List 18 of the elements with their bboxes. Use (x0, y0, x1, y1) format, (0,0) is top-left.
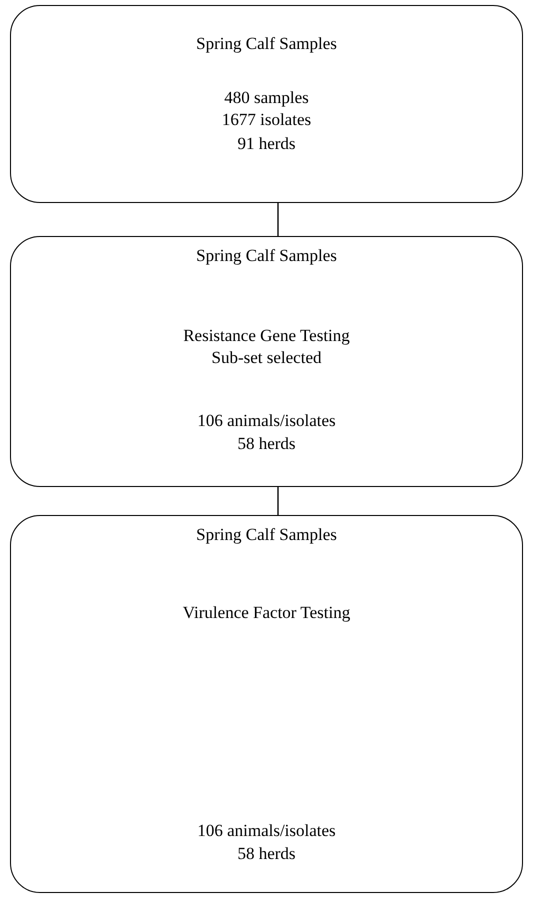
rounded-box (10, 236, 523, 487)
box-text: Sub-set selected (210, 348, 322, 368)
box-text: 58 herds (236, 844, 297, 864)
box-heading: Spring Calf Samples (195, 34, 338, 54)
box-heading: Spring Calf Samples (195, 246, 338, 266)
box-text: 480 samples (223, 88, 310, 108)
box-text: Resistance Gene Testing (182, 326, 351, 346)
connector-line (277, 203, 279, 236)
box-text: 106 animals/isolates (196, 411, 337, 431)
box-text: 1677 isolates (220, 110, 312, 130)
box-text: 58 herds (236, 434, 297, 454)
box-text: 106 animals/isolates (196, 821, 337, 841)
box-heading: Spring Calf Samples (195, 525, 338, 545)
rounded-box (10, 515, 523, 893)
box-text: Virulence Factor Testing (182, 603, 352, 623)
rounded-box (10, 5, 523, 203)
connector-line (277, 487, 279, 515)
box-text: 91 herds (236, 134, 297, 154)
